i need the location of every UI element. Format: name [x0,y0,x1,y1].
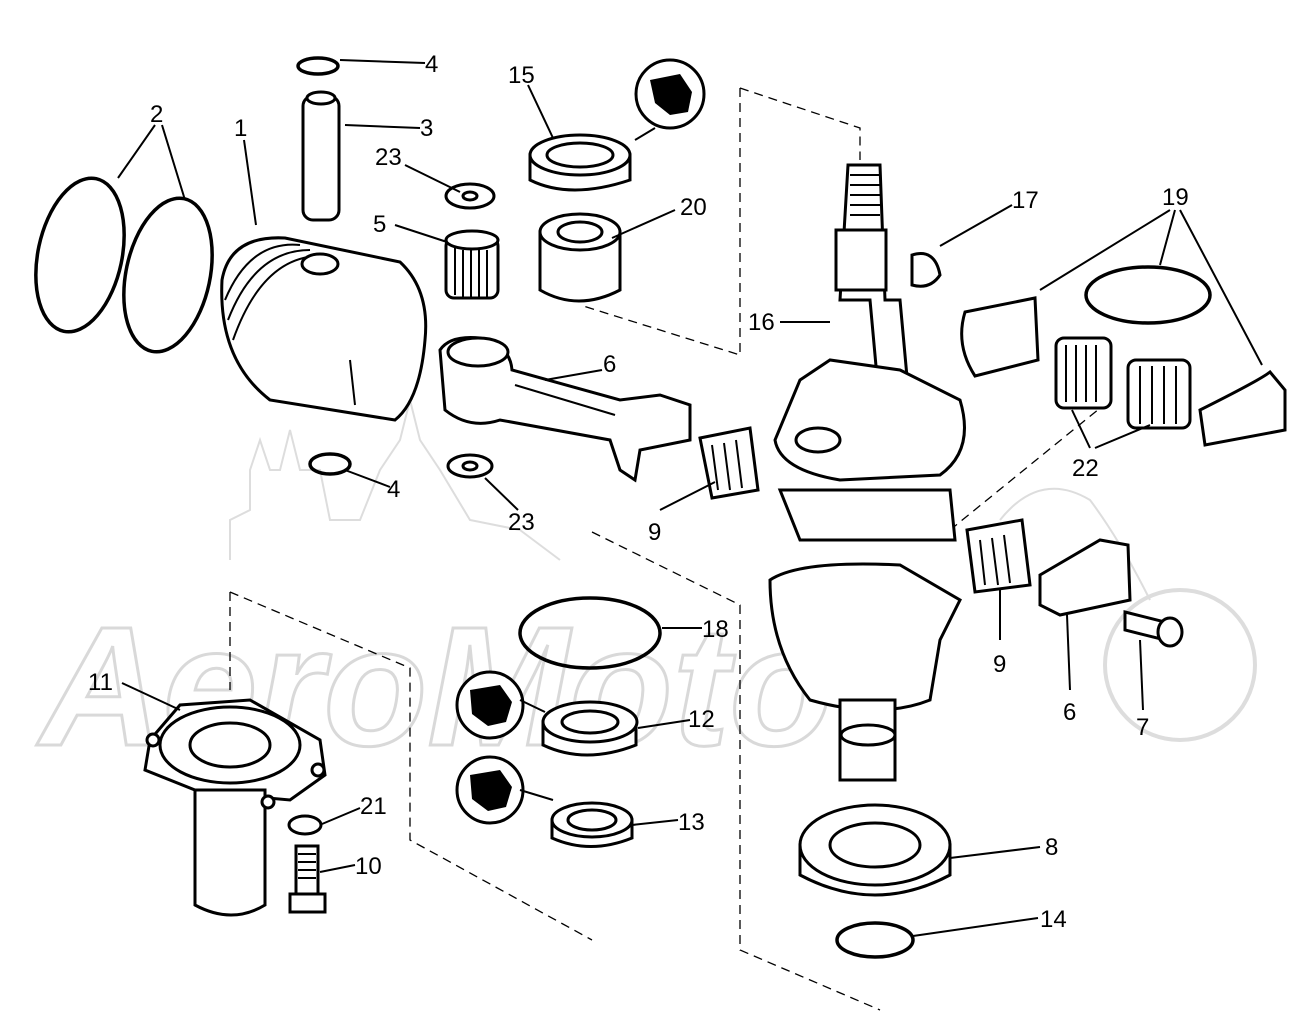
callout-1: 1 [234,115,247,142]
callout-5: 5 [373,211,386,238]
callout-18: 18 [702,616,729,643]
callout-23-bottom: 23 [508,509,535,536]
callout-12: 12 [688,706,715,733]
callout-3: 3 [420,115,433,142]
grease-symbol-icon [634,58,706,130]
watermark-wheel [1103,588,1257,742]
woodruff-key [910,252,942,288]
callout-20: 20 [680,194,707,221]
callout-6-cap: 6 [1063,699,1076,726]
grease-symbol-icon [455,755,525,825]
watermark-rider [999,487,1151,601]
callout-23-top: 23 [375,144,402,171]
callout-4-bottom: 4 [387,476,400,503]
callout-2: 2 [150,101,163,128]
bearing-retaining-ring [835,921,915,959]
assembly-guide-lines [229,87,1111,1011]
callout-10: 10 [355,853,382,880]
callout-7: 7 [1136,714,1149,741]
needle-bearing-upper [538,212,622,303]
callout-9-rod: 9 [648,519,661,546]
crankcase-seal-middle [541,700,639,757]
callout-15: 15 [508,62,535,89]
needle-bearing-small [444,229,500,300]
main-ball-bearing [798,803,952,897]
grease-symbol-icon [455,670,525,740]
watermark-skyline [229,399,561,561]
callout-22: 22 [1072,455,1099,482]
callout-11: 11 [88,669,113,696]
crankshaft [768,163,966,782]
connecting-rod [438,336,692,483]
leader-lines [117,59,1263,937]
o-ring [518,596,662,670]
callout-14: 14 [1040,906,1067,933]
crankcase-seal-lower [550,801,634,848]
callout-19: 19 [1162,184,1189,211]
rod-needle-bearings [698,426,1032,594]
piston [220,236,428,422]
callout-labels: 2 1 4 3 23 5 15 20 6 4 23 9 16 17 19 22 … [88,51,1189,933]
lower-bearing-housing [143,698,327,917]
wrist-pin [301,90,341,222]
main-needle-bearings [1054,336,1192,430]
callout-16: 16 [748,309,775,336]
callout-8: 8 [1045,834,1058,861]
callout-21: 21 [360,793,387,820]
callout-9-crank: 9 [993,651,1006,678]
callout-4-top: 4 [425,51,438,78]
rod-cap [1038,538,1132,617]
crankcase-seal-upper [528,133,632,192]
callout-13: 13 [678,809,705,836]
rod-cap-screw [1123,610,1184,648]
housing-fasteners [287,814,327,914]
thrust-washers [444,182,496,479]
piston-rings [34,176,214,354]
main-bearing-retainers [960,265,1287,447]
callout-17: 17 [1012,187,1039,214]
retaining-rings [296,56,352,476]
callout-6-rod: 6 [603,351,616,378]
